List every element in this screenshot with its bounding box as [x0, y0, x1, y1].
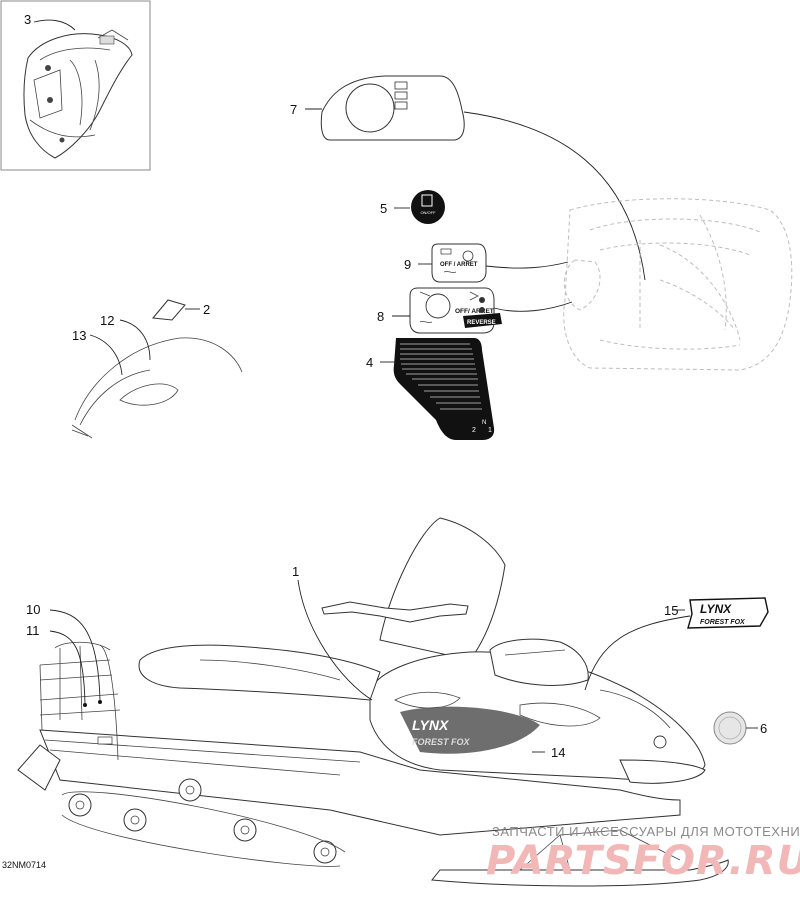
label-2: 2 — [203, 302, 210, 317]
watermark-logo: PARTSFOR.RU — [486, 838, 800, 884]
emblem-forest-fox-text: FOREST FOX — [700, 619, 746, 626]
svg-text:N: N — [482, 420, 486, 426]
bogie-wheels — [61, 778, 346, 867]
parts-2-12-13-fender — [71, 299, 243, 439]
part-6-round-emblem — [713, 711, 758, 745]
leader-10 — [49, 609, 101, 701]
side-decal-forest-fox: FOREST FOX — [412, 737, 470, 747]
leader-11 — [49, 630, 86, 706]
watermark-caption: ЗАПЧАСТИ И АКСЕССУАРЫ ДЛЯ МОТОТЕХНИКИ — [492, 824, 800, 839]
label-1: 1 — [292, 564, 299, 579]
part-8-decal-text: OFF/ ARRET — [455, 308, 494, 315]
svg-text:1: 1 — [488, 427, 492, 434]
label-3: 3 — [24, 12, 31, 27]
reverse-decal-text: REVERSE — [467, 320, 496, 326]
part-3-inset — [0, 0, 151, 171]
watermark: ЗАПЧАСТИ И АКСЕССУАРЫ ДЛЯ МОТОТЕХНИКИ PA… — [486, 824, 800, 884]
diagram-reference-code: 32NM0714 — [2, 860, 46, 870]
label-14: 14 — [551, 745, 565, 760]
label-9: 9 — [404, 257, 411, 272]
label-15: 15 — [664, 603, 678, 618]
label-7: 7 — [290, 102, 297, 117]
label-11: 11 — [26, 623, 40, 638]
part-15-lynx-decal: LYNX FOREST FOX — [584, 597, 769, 691]
label-12: 12 — [100, 313, 114, 328]
label-13: 13 — [72, 328, 86, 343]
svg-text:2: 2 — [472, 427, 476, 434]
part-5-decal-text: ON/OFF — [420, 210, 436, 215]
label-8: 8 — [377, 309, 384, 324]
part-7-console-decal — [305, 75, 646, 281]
part-8-switch-decal: OFF/ ARRET REVERSE — [392, 287, 573, 334]
label-6: 6 — [760, 721, 767, 736]
main-snowmobile: LYNX FOREST FOX — [17, 517, 729, 887]
part-4-warning-decal: 2 N 1 — [380, 338, 495, 440]
part-5-round-decal: ON/OFF — [394, 190, 445, 224]
part-9-switch-decal: OFF / ARRET — [418, 243, 569, 283]
ghost-hood-outline — [563, 198, 793, 371]
label-5: 5 — [380, 201, 387, 216]
leader-1 — [297, 579, 373, 701]
side-decal-lynx: LYNX — [412, 717, 450, 733]
part-number-labels: 3 7 5 9 8 4 2 12 13 1 10 11 15 6 14 — [24, 12, 767, 760]
part-9-decal-text: OFF / ARRET — [440, 262, 478, 268]
emblem-lynx-text: LYNX — [700, 602, 732, 616]
label-4: 4 — [366, 355, 373, 370]
label-10: 10 — [26, 602, 40, 617]
